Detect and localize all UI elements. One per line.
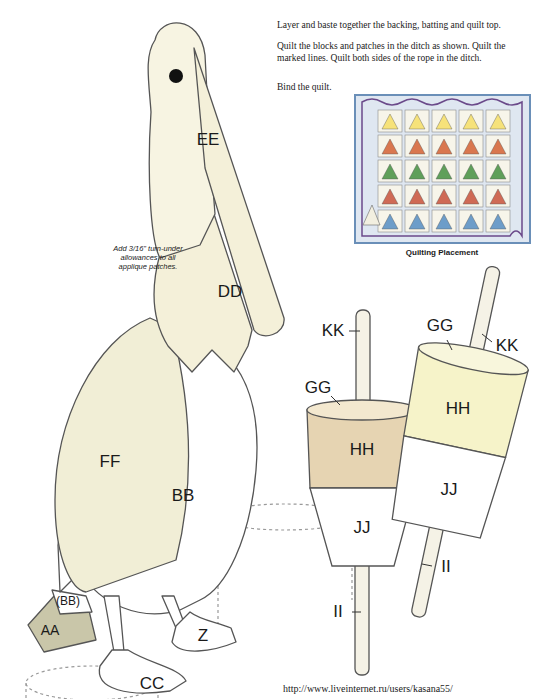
patch-label: II — [333, 602, 342, 622]
patch-label: AA — [41, 622, 60, 638]
foot-patch — [172, 612, 236, 651]
patch-label: FF — [100, 452, 121, 472]
patch-label: EE — [197, 130, 220, 150]
foot-patch — [99, 650, 186, 693]
instruction-text: Layer and baste together the backing, ba… — [277, 20, 535, 32]
patch-label: HH — [350, 440, 375, 460]
wing-patch — [55, 318, 188, 592]
patch-label: KK — [322, 321, 345, 341]
patch-label: II — [441, 557, 450, 577]
patch-label: BB — [172, 486, 195, 506]
patch-label: Z — [198, 626, 208, 646]
patch-label: DD — [218, 282, 243, 302]
quilt-thumbnail — [355, 95, 530, 243]
patch-label: (BB) — [56, 594, 80, 608]
watermark: http://www.liveinternet.ru/users/kasana5… — [283, 683, 453, 694]
patch-label: GG — [427, 316, 453, 336]
instruction-text: Quilt the blocks and patches in the ditc… — [277, 41, 535, 65]
patch-label: GG — [305, 378, 331, 398]
bill-patch — [194, 48, 284, 336]
note-text: Add 3/16" turn-under allowances to all a… — [111, 244, 185, 271]
patch-label: CC — [140, 674, 165, 694]
thumbnail-caption: Quilting Placement — [406, 248, 478, 257]
patch-label: JJ — [441, 480, 458, 500]
instruction-text: Bind the quilt. — [277, 82, 477, 94]
patch-label: JJ — [354, 518, 371, 538]
patch-label: HH — [446, 399, 471, 419]
patch-label: KK — [496, 336, 519, 356]
